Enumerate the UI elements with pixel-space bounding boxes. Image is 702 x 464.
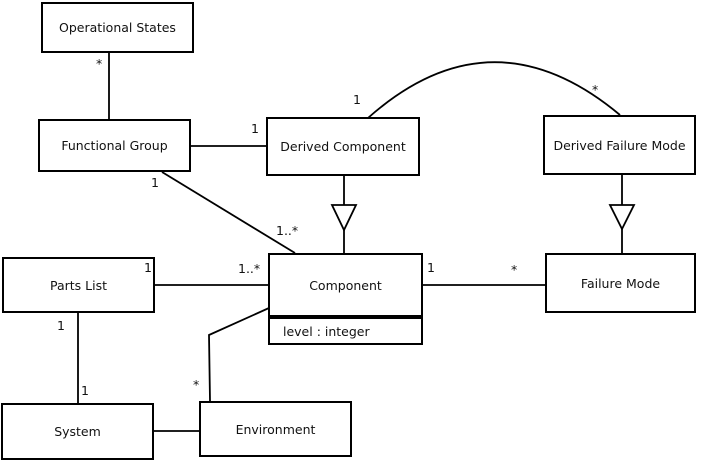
- edge-arc-derived-component-derived-failure-mode: [367, 61, 621, 119]
- class-box-failure-mode[interactable]: Failure Mode: [545, 253, 696, 313]
- edge-environment-component: [208, 307, 270, 402]
- class-box-derived-failure-mode[interactable]: Derived Failure Mode: [543, 115, 696, 175]
- class-box-environment[interactable]: Environment: [199, 401, 352, 457]
- generalization-triangle-icon: [608, 204, 636, 232]
- class-box-component-attributes[interactable]: level : integer: [268, 317, 423, 345]
- attribute-label: level : integer: [283, 323, 370, 339]
- class-label: Failure Mode: [580, 275, 661, 291]
- class-label: Derived Component: [280, 139, 406, 154]
- multiplicity-label: 1..*: [238, 261, 261, 276]
- multiplicity-label: *: [511, 262, 518, 277]
- class-label: Environment: [235, 421, 316, 437]
- class-box-system[interactable]: System: [1, 403, 154, 460]
- multiplicity-label: 1: [144, 260, 152, 275]
- class-label: Functional Group: [61, 138, 168, 153]
- class-label: System: [54, 424, 101, 439]
- edge-functional-group-component: [161, 171, 296, 254]
- multiplicity-label: 1: [81, 383, 89, 398]
- multiplicity-label: 1: [151, 175, 159, 190]
- multiplicity-label: *: [96, 56, 103, 71]
- class-label: Component: [309, 277, 382, 293]
- class-label: Parts List: [49, 277, 107, 293]
- class-box-component[interactable]: Component: [268, 253, 423, 317]
- multiplicity-label: 1: [251, 121, 259, 136]
- class-label: Derived Failure Mode: [553, 137, 686, 153]
- multiplicity-label: *: [592, 82, 599, 97]
- multiplicity-label: 1: [353, 92, 361, 107]
- class-label: Operational States: [59, 20, 176, 35]
- multiplicity-label: 1: [57, 318, 65, 333]
- class-box-operational-states[interactable]: Operational States: [41, 2, 194, 53]
- multiplicity-label: *: [193, 377, 200, 392]
- multiplicity-label: 1..*: [276, 223, 299, 238]
- generalization-triangle-icon: [330, 204, 358, 233]
- multiplicity-label: 1: [427, 260, 435, 275]
- class-box-derived-component[interactable]: Derived Component: [266, 117, 420, 176]
- class-box-functional-group[interactable]: Functional Group: [38, 119, 191, 172]
- class-box-parts-list[interactable]: Parts List: [2, 257, 155, 313]
